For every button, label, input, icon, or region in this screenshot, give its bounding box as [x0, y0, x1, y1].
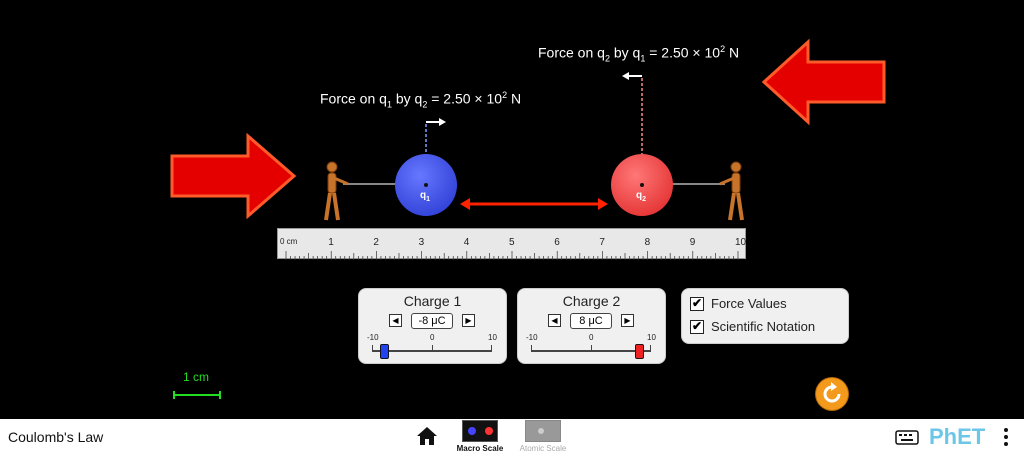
ruler-number: 4 — [463, 237, 470, 248]
ruler-number: 3 — [418, 237, 425, 248]
charge1-mid-label: 0 — [430, 333, 435, 342]
ruler-number: 10 — [735, 237, 747, 248]
tick — [531, 345, 532, 351]
macro-scale-label: Macro Scale — [456, 444, 504, 453]
puller-figure-right[interactable] — [718, 160, 750, 224]
charge1-value: -8 μC — [411, 313, 453, 329]
home-icon[interactable] — [416, 426, 438, 446]
scientific-notation-label[interactable]: Scientific Notation — [711, 319, 816, 334]
charge1-slider-track[interactable] — [372, 350, 492, 352]
center-dot — [640, 183, 644, 187]
tick — [372, 345, 373, 351]
tick — [591, 345, 592, 351]
charge2-value: 8 μC — [570, 313, 612, 329]
rod-right — [670, 183, 725, 185]
charge1-min-label: -10 — [367, 333, 379, 342]
ruler-number: 6 — [554, 237, 560, 248]
ruler-ticks — [285, 251, 739, 260]
tick — [650, 345, 651, 351]
force-label-q2: Force on q2 by q1 = 2.50 × 102 N — [538, 44, 740, 64]
charge2-decrement-button[interactable]: ◀ — [548, 314, 561, 327]
charge1-slider-thumb[interactable] — [379, 344, 389, 359]
ruler-number: 9 — [689, 237, 696, 248]
distance-arrow — [460, 198, 608, 210]
force-values-label[interactable]: Force Values — [711, 296, 787, 311]
puller-figure-left[interactable] — [318, 160, 350, 224]
charge-q1-label: q1 — [420, 190, 431, 203]
atom-dot — [538, 428, 544, 434]
atomic-scale-icon — [525, 420, 561, 442]
left-big-arrow — [170, 132, 297, 220]
charge2-mid-label: 0 — [589, 333, 594, 342]
navigation-bar: Coulomb's Law Macro Scale Atomic Scale P… — [0, 419, 1024, 455]
tick — [432, 345, 433, 351]
force-vector-q2 — [622, 72, 643, 184]
menu-more-icon[interactable] — [1004, 427, 1010, 449]
ruler-number: 2 — [373, 237, 379, 248]
atomic-scale-label: Atomic Scale — [519, 444, 567, 453]
ruler-number: 7 — [599, 237, 605, 248]
scale-indicator-label: 1 cm — [183, 370, 210, 384]
charge1-decrement-button[interactable]: ◀ — [389, 314, 402, 327]
charge1-increment-button[interactable]: ▶ — [462, 314, 475, 327]
charge2-min-label: -10 — [526, 333, 538, 342]
options-panel: ✔ Force Values ✔ Scientific Notation — [681, 288, 849, 344]
force-values-checkbox[interactable]: ✔ — [690, 296, 704, 311]
app-title: Coulomb's Law — [8, 429, 104, 445]
charge1-title: Charge 1 — [403, 293, 462, 309]
center-dot — [424, 183, 428, 187]
scale-indicator-bar — [173, 391, 221, 399]
atomic-scale-tab[interactable]: Atomic Scale — [515, 420, 571, 454]
macro-scale-icon — [462, 420, 498, 442]
charge-q1-sphere[interactable]: q1 — [395, 154, 457, 216]
charge1-panel: Charge 1 ◀ -8 μC ▶ -10 0 10 — [358, 288, 507, 364]
macro-scale-tab[interactable]: Macro Scale — [455, 420, 505, 454]
keyboard-icon[interactable] — [895, 429, 919, 445]
ruler-number: 0 cm — [280, 237, 298, 246]
charge2-slider-track[interactable] — [531, 350, 651, 352]
rod-left — [343, 183, 398, 185]
phet-logo-text: PhET — [929, 424, 986, 449]
charge2-slider-thumb[interactable] — [634, 344, 644, 359]
force-label-q1: Force on q1 by q2 = 2.50 × 102 N — [320, 90, 522, 110]
charge2-max-label: 10 — [647, 333, 656, 342]
red-charge-icon — [485, 427, 493, 435]
ruler-number: 5 — [509, 237, 515, 248]
charge1-max-label: 10 — [488, 333, 497, 342]
ruler[interactable]: 0 cm 1 2 3 4 5 6 7 8 9 10 — [277, 228, 747, 260]
blue-charge-icon — [468, 427, 476, 435]
reset-icon — [823, 382, 841, 403]
phet-logo[interactable]: PhET — [929, 424, 985, 450]
charge-q2-sphere[interactable]: q2 — [611, 154, 673, 216]
charge2-increment-button[interactable]: ▶ — [621, 314, 634, 327]
reset-all-button[interactable] — [816, 378, 848, 410]
right-big-arrow — [761, 38, 886, 126]
tick — [491, 345, 492, 351]
charge-q2-label: q2 — [636, 190, 647, 203]
charge2-panel: Charge 2 ◀ 8 μC ▶ -10 0 10 — [517, 288, 666, 364]
ruler-number: 8 — [644, 237, 651, 248]
charge2-title: Charge 2 — [562, 293, 621, 309]
ruler-number: 1 — [328, 237, 334, 248]
scientific-notation-checkbox[interactable]: ✔ — [690, 319, 704, 334]
